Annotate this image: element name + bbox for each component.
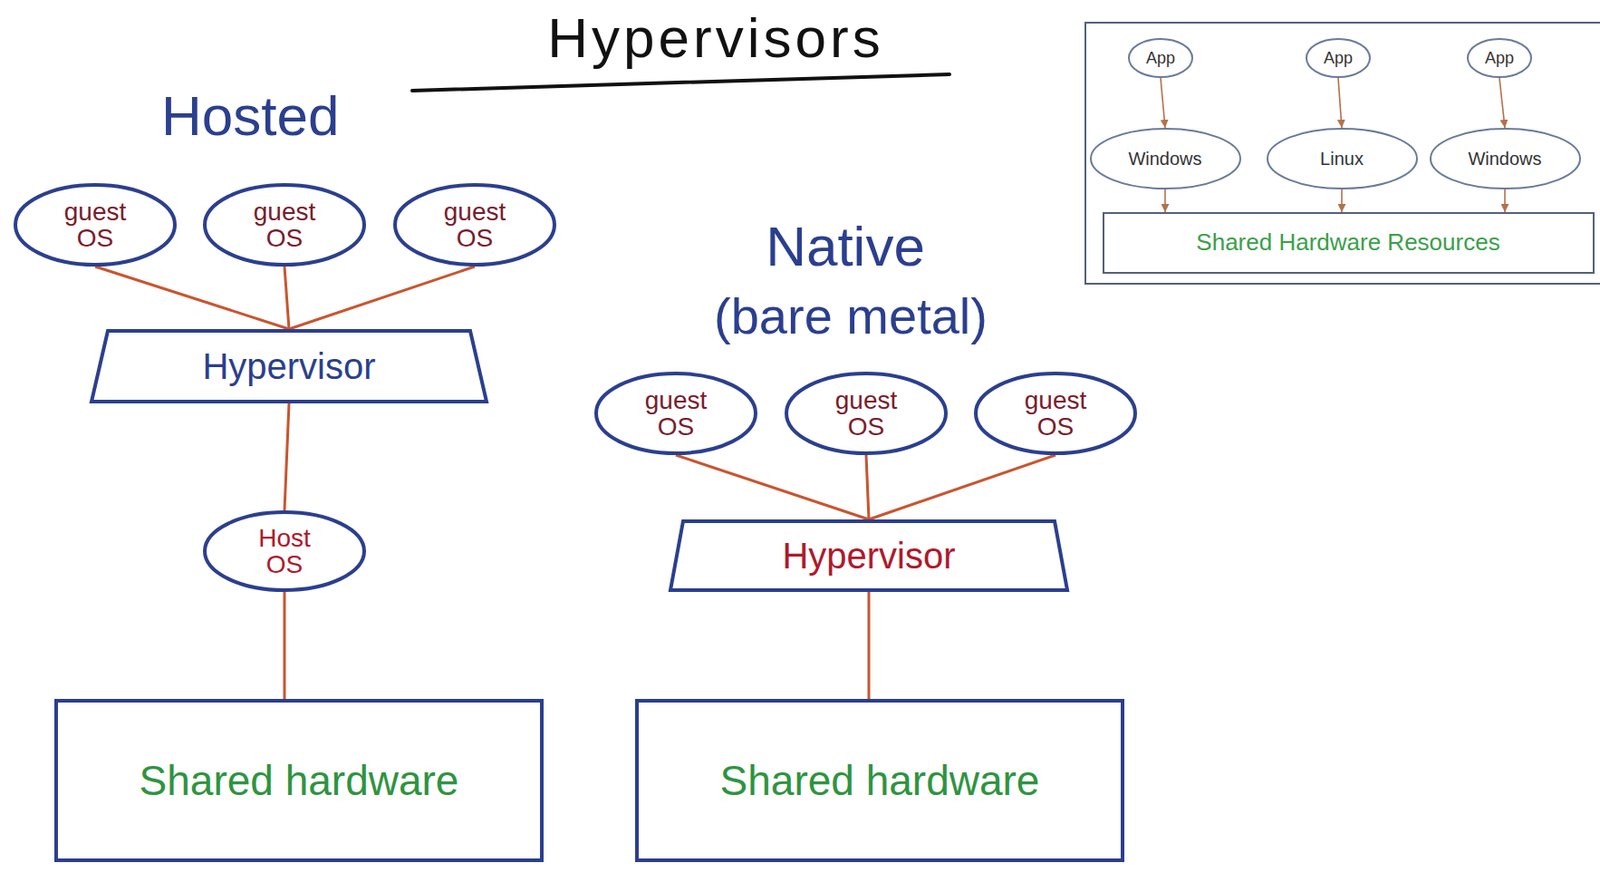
connector-line [1499,77,1505,128]
node-text: Windows [1127,149,1202,169]
node-text: Shared hardware [139,758,460,802]
node-text: Linux [1320,149,1364,169]
node-text: Hypervisor [202,346,376,386]
text-group: guest OS [429,198,521,252]
text-group: Shared hardware [720,758,1041,802]
text-group: App [1484,49,1514,68]
text-group: Windows [1127,149,1202,169]
guest-os-ellipse: guest OS [393,183,557,267]
hypervisor-box: Hypervisor [89,328,489,404]
hypervisor-box: Hypervisor [668,519,1070,592]
section-heading: Native [765,213,926,279]
text-group: Host OS [239,524,330,579]
hardware-box: Shared hardware [54,698,544,862]
trapezoid-outline [670,520,1068,590]
app-ellipse: App [1305,38,1371,78]
text-group: guest OS [630,386,722,441]
text-group: Windows [1467,149,1542,169]
trapezoid-outline [91,330,487,402]
node-text: guest OS [820,386,912,441]
node-text: Hypervisor [781,536,955,575]
text-group: Linux [1320,149,1364,169]
diagram-title: Hypervisors [547,5,884,70]
ellipse-outline [204,184,365,265]
hardware-box: Shared hardware [635,698,1125,862]
connector-line [675,454,869,520]
text-group: Hypervisor [781,536,955,575]
connector-line [866,454,869,520]
ellipse-outline [1267,128,1417,189]
ellipse-outline [1306,38,1370,78]
node-text: Shared hardware [720,758,1041,802]
os-ellipse: Windows [1429,127,1581,190]
text-group: Hypervisor [202,346,376,386]
ellipse-outline [395,184,555,265]
section-heading: Hosted [161,83,339,148]
connector-line [868,454,1056,520]
ellipse-outline [204,511,365,590]
node-text: guest OS [239,198,330,252]
connector-line [284,266,290,329]
host-os-ellipse: Host OS [202,510,367,592]
ellipse-outline [975,373,1136,454]
text-group: Shared Hardware Resources [1195,230,1500,255]
text-group: App [1323,49,1353,68]
text-group: guest OS [820,386,912,441]
connector-line [1338,77,1342,128]
text-group: guest OS [49,198,141,252]
node-text: App [1323,49,1353,68]
ellipse-outline [786,373,946,454]
guest-os-ellipse: guest OS [202,183,367,267]
ellipse-outline [1090,128,1241,189]
section-subheading: (bare metal) [713,286,988,346]
connector-line [289,266,475,329]
rect-outline [636,700,1123,860]
node-text: guest OS [49,198,141,252]
connector-line [1340,189,1343,213]
text-group: guest OS [1010,386,1101,441]
connector-line [95,266,290,329]
app-ellipse: App [1127,38,1194,78]
text-group: guest OS [239,198,330,252]
os-ellipse: Windows [1089,127,1242,190]
inset-frame [1085,22,1600,284]
guest-os-ellipse: guest OS [13,183,177,267]
connector-line [1160,77,1166,128]
node-text: App [1484,49,1514,68]
text-group: Shared hardware [139,758,460,802]
rect-outline [56,700,542,860]
node-text: Windows [1467,149,1542,169]
connector-line [284,403,290,511]
rect-outline [1103,212,1594,273]
connector-line [1164,189,1167,213]
ellipse-outline [1128,38,1193,78]
node-text: guest OS [429,198,521,252]
ellipse-outline [1430,128,1581,189]
node-text: guest OS [1010,386,1101,441]
guest-os-ellipse: guest OS [973,371,1138,455]
node-text: Host OS [239,524,330,579]
connector-line [283,591,287,699]
hardware-box: Shared Hardware Resources [1102,212,1595,274]
app-ellipse: App [1466,38,1533,78]
guest-os-ellipse: guest OS [784,371,948,455]
node-text: guest OS [630,386,722,441]
title-underline [412,74,950,91]
ellipse-outline [15,184,175,265]
ellipse-outline [1467,38,1532,78]
ellipse-outline [596,373,756,454]
os-ellipse: Linux [1266,127,1418,190]
connector-line [1503,189,1506,213]
guest-os-ellipse: guest OS [594,371,758,455]
connector-line [867,591,871,699]
text-group: App [1146,49,1176,68]
node-text: Shared Hardware Resources [1195,230,1500,255]
node-text: App [1146,49,1176,68]
